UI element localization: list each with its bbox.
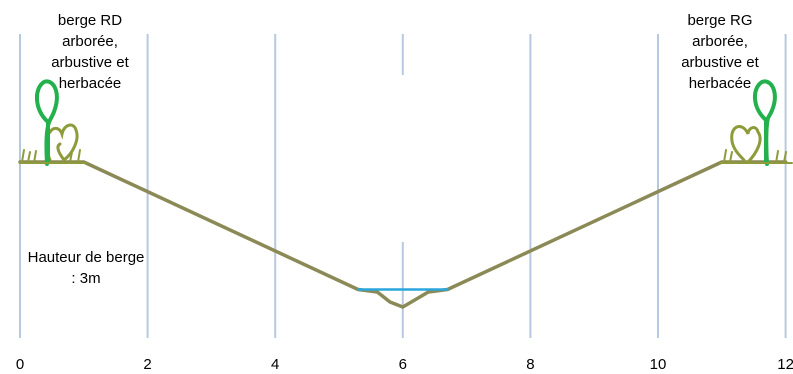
right-tree-icon: [753, 79, 777, 166]
bank-height-annotation: Hauteur de berge : 3m: [27, 249, 145, 287]
profile-series: [18, 160, 788, 309]
left-tree-icon: [35, 79, 59, 166]
x-tick-label-8: 8: [526, 356, 534, 373]
x-tick-label-10: 10: [650, 356, 667, 373]
x-tick-label-6: 6: [399, 356, 407, 373]
right-grass-icon: [719, 149, 793, 164]
x-tick-label-12: 12: [777, 356, 793, 373]
left-bank-vegetation-icon: [19, 79, 87, 166]
x-tick-label-2: 2: [143, 356, 151, 373]
profile-line: [18, 160, 788, 309]
right-bank-annotation: berge RG arborée, arbustive et herbacée: [681, 12, 759, 92]
right-shrub-icon: [730, 125, 762, 164]
x-tick-label-0: 0: [16, 356, 24, 373]
x-tick-labels: 0 2 4 6 8 10 12: [16, 356, 793, 373]
vegetation: [19, 79, 793, 166]
x-tick-label-4: 4: [271, 356, 279, 373]
left-bank-annotation: berge RD arborée, arbustive et herbacée: [51, 12, 129, 92]
left-grass-icon: [19, 149, 87, 164]
right-bank-vegetation-icon: [719, 79, 793, 166]
